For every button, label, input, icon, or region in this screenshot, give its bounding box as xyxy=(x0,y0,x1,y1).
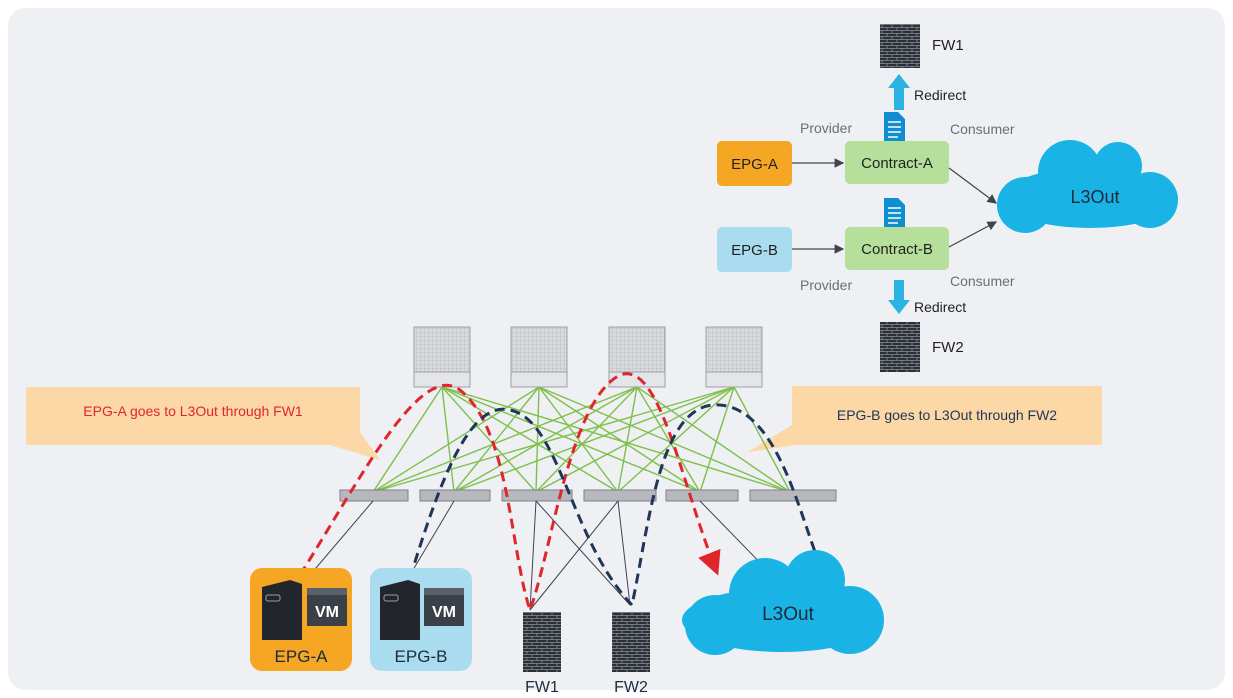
fw1-top-label: FW1 xyxy=(932,37,964,54)
redirect-top-label: Redirect xyxy=(914,87,966,103)
epg-a-box-label: EPG-A xyxy=(731,156,778,173)
path-epg-a-via-fw1 xyxy=(298,372,721,615)
vm-b-label: VM xyxy=(432,604,456,621)
callout-left-text: EPG-A goes to L3Out through FW1 xyxy=(83,403,303,419)
leaf-switch-5-icon xyxy=(665,489,739,502)
l3out-cloud-bottom-icon xyxy=(682,550,884,655)
contract-diagram: FW1 Redirect Provider Consumer EPG-A Con… xyxy=(717,24,1178,372)
l3out-bottom-label: L3Out xyxy=(762,604,814,625)
host-links xyxy=(309,500,776,611)
epg-a-group-label: EPG-A xyxy=(275,647,329,666)
firewall-fw2-bottom-icon xyxy=(612,612,650,672)
contract-b-to-l3out-arrow xyxy=(948,221,998,248)
l3out-cloud-top-icon xyxy=(997,140,1178,233)
redirect-up-arrow-icon xyxy=(888,74,910,110)
epg-b-box-label: EPG-B xyxy=(731,242,778,259)
epg-b-box xyxy=(717,227,792,272)
leaf-switch-6-icon xyxy=(749,489,837,502)
callout-right-text: EPG-B goes to L3Out through FW2 xyxy=(837,407,1057,423)
provider-top-label: Provider xyxy=(800,120,852,136)
server-a-icon xyxy=(262,580,302,640)
server-b-icon xyxy=(380,580,420,640)
redirect-bottom-label: Redirect xyxy=(914,299,966,315)
spine-switch-4-icon xyxy=(705,326,763,388)
leaf-switch-3-icon xyxy=(501,489,573,502)
callout-right xyxy=(748,386,1102,452)
spine-switch-3-icon xyxy=(608,326,666,388)
redirect-down-arrow-icon xyxy=(888,280,910,314)
provider-bottom-label: Provider xyxy=(800,277,852,293)
callout-left xyxy=(26,387,380,460)
firewall-fw1-top-icon xyxy=(880,24,920,68)
contract-a-document-icon xyxy=(884,112,905,142)
vm-a-icon xyxy=(307,588,347,626)
leaf-switch-1-icon xyxy=(339,489,409,502)
epg-a-box xyxy=(717,141,792,186)
leaf-switch-4-icon xyxy=(583,489,657,502)
fw1-bottom-label: FW1 xyxy=(525,679,559,696)
contract-b-box xyxy=(845,227,949,270)
spine-switch-1-icon xyxy=(413,326,471,388)
firewall-fw1-bottom-icon xyxy=(523,612,561,672)
fw2-bottom-label: FW2 xyxy=(614,679,648,696)
firewall-fw2-top-icon xyxy=(880,322,920,372)
contract-a-label: Contract-A xyxy=(861,155,933,172)
contract-b-label: Contract-B xyxy=(861,241,933,258)
fabric-diagram: EPG-A goes to L3Out through FW1 EPG-B go… xyxy=(26,326,1102,696)
spine-switch-2-icon xyxy=(510,326,568,388)
fabric-links xyxy=(372,386,791,493)
consumer-top-label: Consumer xyxy=(950,121,1015,137)
vm-b-icon xyxy=(424,588,464,626)
contract-a-to-l3out-arrow xyxy=(948,167,997,204)
path-epg-b-via-fw2 xyxy=(408,403,828,609)
contract-b-document-icon xyxy=(884,198,905,228)
contract-a-box xyxy=(845,141,949,184)
vm-a-label: VM xyxy=(315,604,339,621)
epg-b-group-label: EPG-B xyxy=(395,647,448,666)
l3out-top-label: L3Out xyxy=(1070,187,1119,207)
leaf-switch-2-icon xyxy=(419,489,491,502)
fw2-top-label: FW2 xyxy=(932,339,964,356)
consumer-bottom-label: Consumer xyxy=(950,273,1015,289)
